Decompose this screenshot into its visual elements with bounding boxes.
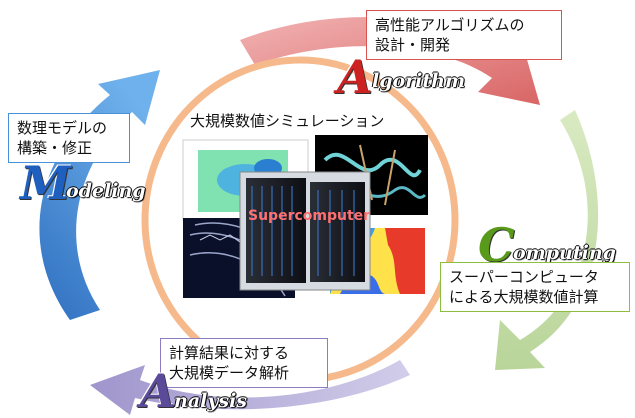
modeling-line-2: 構築・修正 bbox=[17, 139, 93, 157]
algorithm-line-2: 設計・開発 bbox=[375, 36, 451, 54]
computing-line-2: による大規模数値計算 bbox=[449, 288, 599, 306]
computing-line-1: スーパーコンピュータ bbox=[449, 268, 599, 286]
algorithm-box: 高性能アルゴリズムの 設計・開発 bbox=[366, 10, 562, 60]
arrow-analysis bbox=[90, 360, 410, 415]
computing-box: スーパーコンピュータ による大規模数値計算 bbox=[440, 262, 630, 312]
modeling-box: 数理モデルの 構築・修正 bbox=[8, 113, 130, 163]
computing-word: omputing bbox=[513, 242, 616, 264]
analysis-box: 計算結果に対する 大規模データ解析 bbox=[160, 338, 328, 388]
modeling-word: odeling bbox=[66, 180, 146, 202]
analysis-initial: A bbox=[140, 364, 176, 418]
analysis-word: nalysis bbox=[174, 390, 247, 412]
computing-initial: C bbox=[478, 218, 515, 272]
arrow-modeling bbox=[39, 70, 160, 320]
algorithm-line-1: 高性能アルゴリズムの bbox=[375, 16, 525, 34]
image-supercomputer bbox=[239, 171, 371, 291]
supercomputer-label: Supercomputer bbox=[248, 208, 371, 224]
center-title: 大規模数値シミュレーション bbox=[190, 112, 385, 130]
algorithm-word: lgorithm bbox=[372, 70, 466, 92]
analysis-line-2: 大規模データ解析 bbox=[169, 364, 290, 382]
modeling-line-1: 数理モデルの bbox=[17, 119, 108, 137]
analysis-line-1: 計算結果に対する bbox=[169, 344, 290, 362]
modeling-initial: M bbox=[20, 156, 71, 210]
algorithm-initial: A bbox=[337, 50, 373, 104]
